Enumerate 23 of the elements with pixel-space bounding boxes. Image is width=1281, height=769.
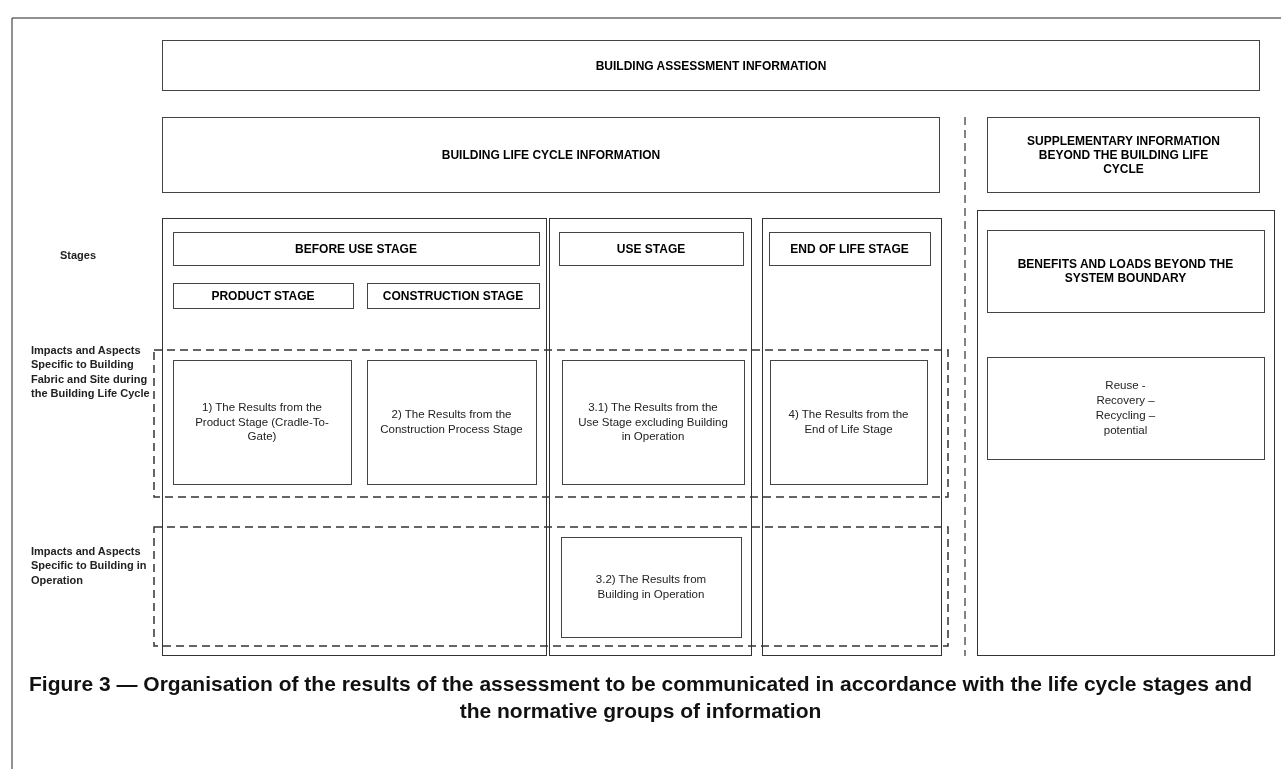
result-box: 3.2) The Results from Building in Operation: [560, 536, 742, 638]
stage-box: BENEFITS AND LOADS BEYOND THE SYSTEM BOUNDARY: [986, 229, 1265, 313]
column-box: [762, 218, 942, 656]
stage-box: END OF LIFE STAGE: [768, 231, 931, 266]
column-box: [977, 210, 1275, 656]
section-box: SUPPLEMENTARY INFORMATION BEYOND THE BUILDING LIFE CYCLE: [987, 117, 1260, 193]
section-box: BUILDING LIFE CYCLE INFORMATION: [162, 117, 940, 193]
stage-box: PRODUCT STAGE: [172, 282, 354, 309]
column-box: [549, 218, 752, 656]
result-box: 3.1) The Results from the Use Stage excluding Building in Operation: [561, 359, 745, 485]
stage-box: CONSTRUCTION STAGE: [366, 282, 540, 309]
row-label: Impacts and Aspects Specific to Building in Operation: [31, 544, 148, 587]
stage-box: BEFORE USE STAGE: [172, 231, 540, 266]
stage-box: USE STAGE: [558, 231, 744, 266]
result-box: 2) The Results from the Construction Process Stage: [366, 359, 537, 485]
row-label: Stages: [60, 248, 98, 263]
result-box: 4) The Results from the End of Life Stage: [769, 359, 928, 485]
figure-caption: Figure 3 — Organisation of the results of the assessment to be communicated in accordance with the life cycle stages and the normative groups of information: [28, 671, 1253, 725]
column-box: [162, 218, 547, 656]
row-label: Impacts and Aspects Specific to Building Fabric and Site during the Building Life Cycle: [31, 343, 151, 401]
title-box: BUILDING ASSESSMENT INFORMATION: [162, 40, 1260, 91]
result-box: 1) The Results from the Product Stage (Cradle-To-Gate): [172, 359, 352, 485]
result-box: Reuse - Recovery – Recycling – potential: [986, 356, 1265, 460]
